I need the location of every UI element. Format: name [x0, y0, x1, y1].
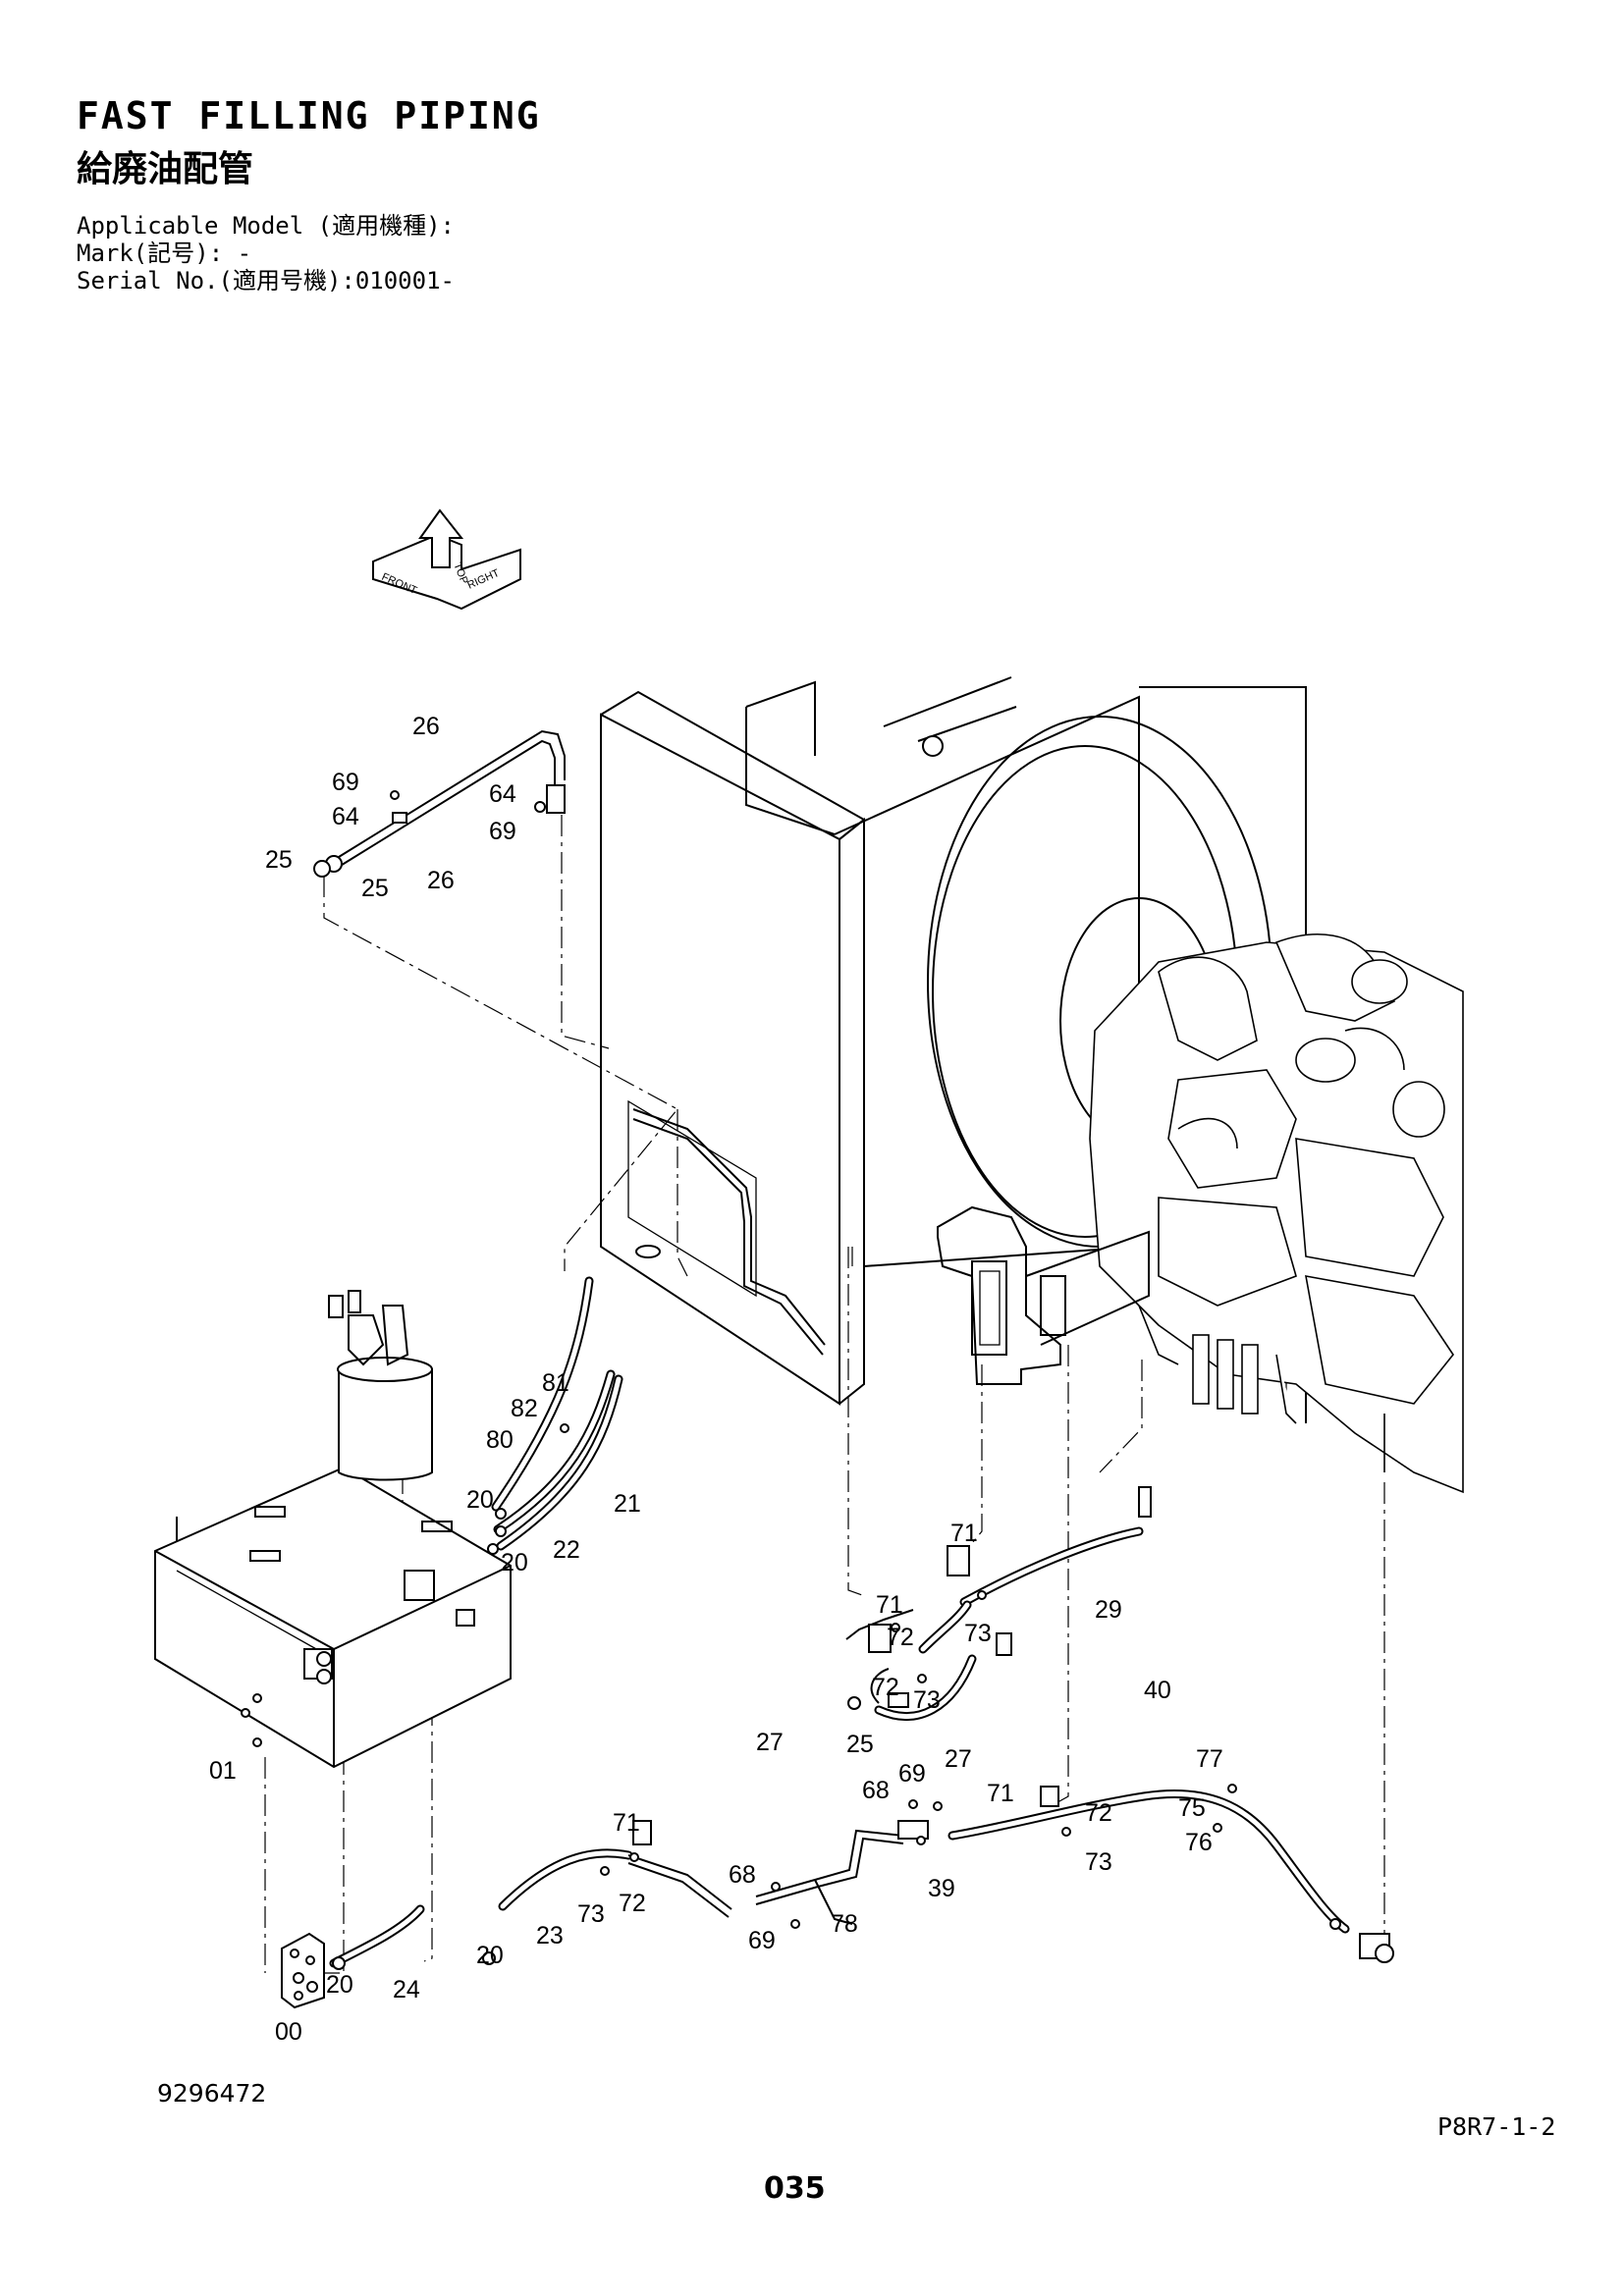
hoses — [329, 1276, 1350, 1968]
callout-20: 20 — [326, 1971, 353, 1999]
callout-22: 22 — [553, 1536, 580, 1564]
engine-block — [1089, 934, 1464, 1494]
callout-26: 26 — [427, 867, 455, 894]
callout-80: 80 — [486, 1426, 514, 1454]
callout-69: 69 — [332, 769, 359, 796]
tank-assembly — [154, 1290, 512, 1769]
callout-25: 25 — [846, 1731, 874, 1758]
callout-69: 69 — [898, 1760, 926, 1788]
callout-76: 76 — [1185, 1829, 1213, 1856]
callout-73: 73 — [577, 1900, 605, 1928]
callout-21: 21 — [614, 1490, 641, 1518]
callout-20: 20 — [501, 1549, 528, 1576]
callout-78: 78 — [831, 1910, 858, 1938]
callout-68: 68 — [729, 1861, 756, 1889]
rigid-pipes — [627, 1609, 929, 1925]
callout-39: 39 — [928, 1875, 955, 1902]
callout-00: 00 — [275, 2018, 302, 2046]
callout-71: 71 — [950, 1520, 978, 1547]
side-panel — [600, 690, 866, 1406]
callout-25: 25 — [265, 846, 293, 874]
bottom-flange — [281, 1932, 325, 2009]
callout-71: 71 — [613, 1809, 640, 1837]
page-number: 035 — [764, 2171, 826, 2206]
title-english: FAST FILLING PIPING — [77, 94, 541, 137]
callout-20: 20 — [476, 1942, 504, 1969]
fittings — [241, 1423, 1394, 1970]
serial-number: Serial No.(適用号機):010001- — [77, 267, 455, 294]
callout-24: 24 — [393, 1976, 420, 2003]
engine-bracket — [937, 1205, 1150, 1385]
callout-25: 25 — [361, 875, 389, 902]
callout-72: 72 — [1085, 1799, 1112, 1827]
callout-64: 64 — [489, 780, 516, 808]
drawing-number: 9296472 — [157, 2079, 267, 2108]
callout-69: 69 — [489, 818, 516, 845]
callout-27: 27 — [945, 1745, 972, 1773]
callout-82: 82 — [511, 1395, 538, 1422]
callout-75: 75 — [1178, 1794, 1206, 1822]
mark: Mark(記号): - — [77, 240, 252, 267]
callout-73: 73 — [913, 1686, 941, 1714]
callout-72: 72 — [619, 1890, 646, 1917]
page-code: P8R7-1-2 — [1437, 2112, 1556, 2141]
orientation-indicator: FRONT TOP RIGHT — [372, 508, 521, 611]
callout-64: 64 — [332, 803, 359, 830]
callout-40: 40 — [1144, 1677, 1171, 1704]
callout-77: 77 — [1196, 1745, 1223, 1773]
callout-72: 72 — [887, 1624, 914, 1651]
callout-27: 27 — [756, 1729, 784, 1756]
callout-20: 20 — [466, 1486, 494, 1514]
applicable-model: Applicable Model (適用機種): — [77, 212, 455, 240]
callout-73: 73 — [964, 1620, 992, 1647]
callout-81: 81 — [542, 1369, 569, 1397]
arrow-up-icon — [418, 508, 464, 568]
callout-69: 69 — [748, 1927, 776, 1954]
top-pipe-assembly — [313, 729, 566, 878]
callout-71: 71 — [987, 1780, 1014, 1807]
callout-72: 72 — [872, 1674, 899, 1701]
callout-26: 26 — [412, 713, 440, 740]
callout-23: 23 — [536, 1922, 564, 1949]
callout-01: 01 — [209, 1757, 237, 1785]
callout-73: 73 — [1085, 1848, 1112, 1876]
title-japanese: 給廃油配管 — [77, 149, 254, 189]
callouts: 26 69 64 64 69 25 25 26 81 82 80 21 20 2… — [209, 713, 1223, 2046]
callout-71: 71 — [876, 1591, 903, 1619]
callout-68: 68 — [862, 1777, 890, 1804]
callout-29: 29 — [1095, 1596, 1122, 1624]
